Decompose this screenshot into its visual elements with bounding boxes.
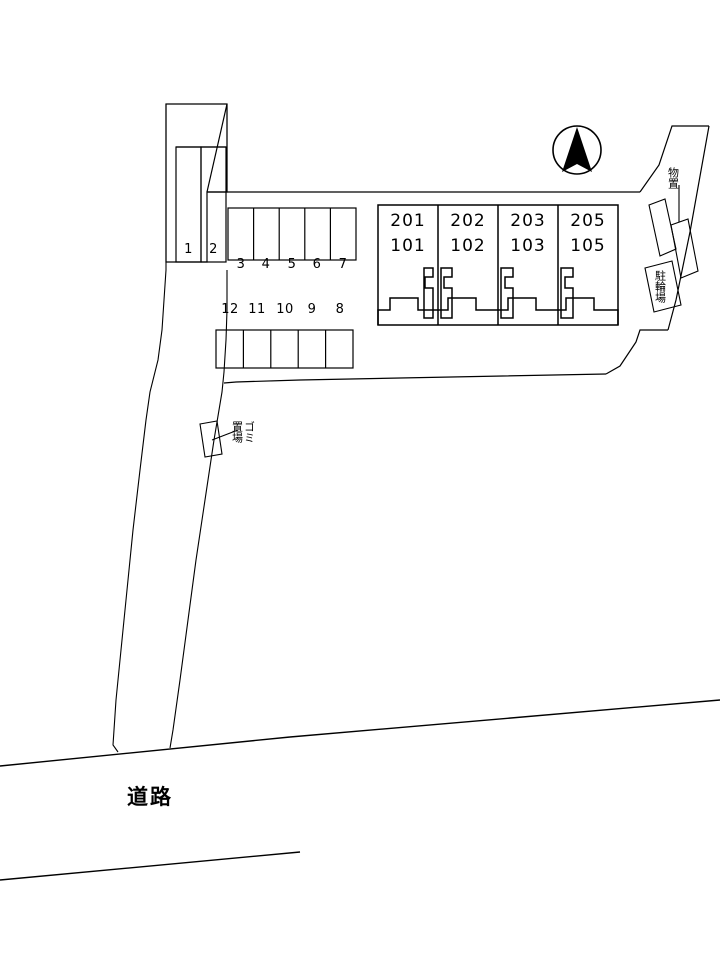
garbage-area-label-line1: ゴミ (242, 421, 256, 443)
unit-label-203-upper: 203 (510, 211, 546, 231)
apartment-building (377, 204, 619, 326)
parking-stall-label-2: 2 (209, 242, 218, 257)
north-arrow (552, 125, 602, 175)
unit-label-205-upper: 205 (570, 211, 606, 231)
unit-label-202-upper: 202 (450, 211, 486, 231)
unit-label-101-lower: 101 (390, 236, 426, 256)
parking-row-8-12 (215, 329, 354, 369)
parking-stall-label-8: 8 (335, 302, 345, 317)
parking-stall-label-1: 1 (184, 242, 193, 257)
garbage-area-label-line2: 置場 (230, 421, 244, 443)
storage-label: 物置 (666, 167, 680, 189)
road-label: 道路 (127, 785, 173, 809)
parking-row-3-7 (227, 207, 357, 261)
parking-stall-label-12: 12 (221, 302, 239, 317)
parking-stall-label-7: 7 (338, 257, 348, 272)
unit-label-102-lower: 102 (450, 236, 486, 256)
storage-sheds (648, 185, 699, 279)
parking-stall-label-10: 10 (276, 302, 294, 317)
bicycle-parking-label: 駐輪場 (653, 270, 667, 303)
site-boundary (112, 104, 228, 753)
bicycle-parking-box (644, 260, 682, 313)
parking-stall-label-3: 3 (236, 257, 246, 272)
unit-label-103-lower: 103 (510, 236, 546, 256)
garbage-area-box (199, 420, 239, 458)
parking-stall-label-11: 11 (248, 302, 266, 317)
parking-block-left (165, 103, 228, 263)
road-lines (0, 699, 720, 881)
unit-label-105-lower: 105 (570, 236, 606, 256)
parking-stall-label-6: 6 (312, 257, 322, 272)
parking-stall-label-5: 5 (287, 257, 297, 272)
parking-stall-label-9: 9 (307, 302, 317, 317)
lot-outline (207, 125, 710, 384)
parking-stall-label-4: 4 (261, 257, 271, 272)
unit-label-201-upper: 201 (390, 211, 426, 231)
